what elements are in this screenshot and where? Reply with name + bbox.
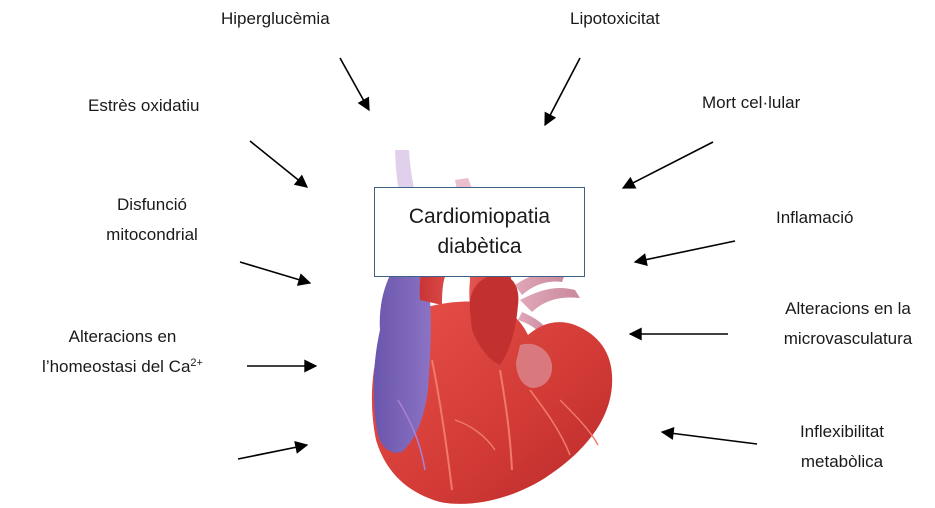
arrow-estres <box>250 141 307 187</box>
label-estres: Estrès oxidatiu <box>88 94 200 118</box>
label-alt-ca-line2: l’homeostasi del Ca2+ <box>20 355 225 379</box>
label-alt-ca-line1: Alteracions en <box>20 325 225 349</box>
label-alt-micro-line2: microvasculatura <box>762 327 934 351</box>
title-line-1: Cardiomiopatia <box>375 202 584 232</box>
label-alt-ca-line2-text: l’homeostasi del Ca <box>42 357 190 376</box>
label-alt-ca: Alteracions en l’homeostasi del Ca2+ <box>20 325 225 379</box>
label-disfuncio-line2: mitocondrial <box>77 223 227 247</box>
label-mort: Mort cel·lular <box>702 91 800 115</box>
arrow-lipotoxicitat <box>545 58 580 125</box>
label-lipotoxicitat: Lipotoxicitat <box>570 7 660 31</box>
label-inflamacio: Inflamació <box>776 206 853 230</box>
label-disfuncio-line1: Disfunció <box>77 193 227 217</box>
arrow-inflex <box>662 432 757 444</box>
arrow-inflamacio <box>635 241 735 262</box>
label-hiperglucemia: Hiperglucèmia <box>221 7 330 31</box>
label-inflex: Inflexibilitat metabòlica <box>772 420 912 474</box>
arrow-hiperglucemia <box>340 58 369 110</box>
label-alt-ca-superscript: 2+ <box>190 357 203 369</box>
label-inflex-line1: Inflexibilitat <box>772 420 912 444</box>
arrow-disfuncio <box>240 262 310 283</box>
title-line-2: diabètica <box>375 232 584 262</box>
label-alt-micro-line1: Alteracions en la <box>762 297 934 321</box>
arrow-bottom-left <box>238 445 307 459</box>
label-inflex-line2: metabòlica <box>772 450 912 474</box>
title-box: Cardiomiopatia diabètica <box>374 187 585 277</box>
label-alt-micro: Alteracions en la microvasculatura <box>762 297 934 351</box>
label-disfuncio: Disfunció mitocondrial <box>77 193 227 247</box>
arrow-mort <box>623 142 713 188</box>
